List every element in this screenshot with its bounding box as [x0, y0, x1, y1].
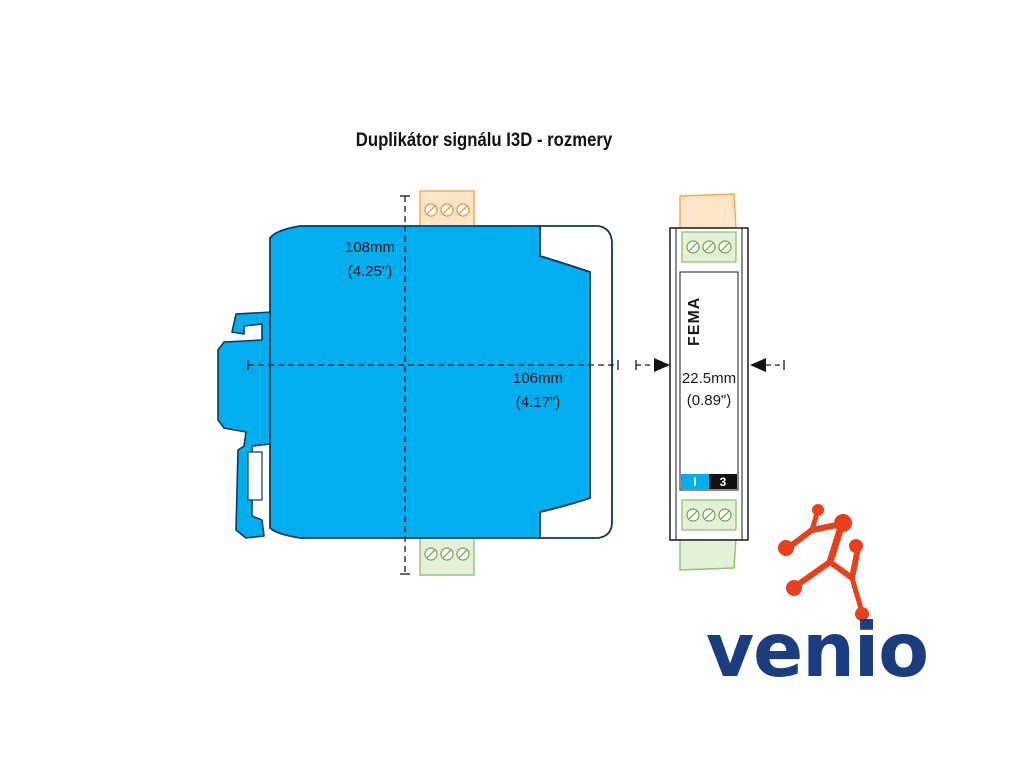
- module-tag-right: 3: [720, 475, 727, 489]
- depth-imperial-label: (4.17"): [516, 394, 561, 411]
- front-label-panel: [679, 271, 739, 491]
- arrow-right-icon: [654, 358, 670, 372]
- front-bottom-terminals: [681, 499, 737, 531]
- screw-terminal-icon: [424, 203, 470, 217]
- venio-logo: venio: [706, 504, 929, 694]
- arrow-left-icon: [750, 358, 766, 372]
- front-top-terminals: [681, 231, 737, 263]
- depth-metric-label: 106mm: [513, 370, 563, 387]
- depth-dimension-line: [247, 360, 619, 370]
- screw-terminal-icon: [686, 508, 732, 522]
- width-metric-label: 22.5mm: [682, 370, 736, 387]
- top-plug: [679, 193, 737, 229]
- height-metric-label: 108mm: [345, 239, 395, 256]
- fema-mark: FEMA: [686, 297, 703, 346]
- side-view: 108mm (4.25") 106mm (4.17"): [217, 190, 619, 576]
- housing: [269, 225, 591, 539]
- venio-wordmark: venio: [706, 606, 928, 694]
- din-rail-clip: [217, 311, 273, 539]
- module-tag-left: I: [693, 475, 696, 489]
- width-imperial-label: (0.89"): [687, 392, 732, 409]
- screw-terminal-icon: [686, 240, 732, 254]
- module-tag: I 3: [681, 474, 737, 489]
- height-imperial-label: (4.25"): [348, 263, 393, 280]
- bottom-terminal-block: [419, 536, 475, 576]
- bottom-plug: [679, 537, 737, 571]
- top-terminal-block: [419, 190, 475, 230]
- molecule-logo-icon: [778, 504, 869, 621]
- width-dimension-arrows: [635, 360, 785, 370]
- front-view: FEMA 22.5mm (0.89") I 3: [635, 193, 785, 571]
- page-title: Duplikátor signálu I3D - rozmery: [355, 130, 613, 151]
- screw-terminal-icon: [424, 547, 470, 561]
- height-dimension-line: [400, 195, 410, 575]
